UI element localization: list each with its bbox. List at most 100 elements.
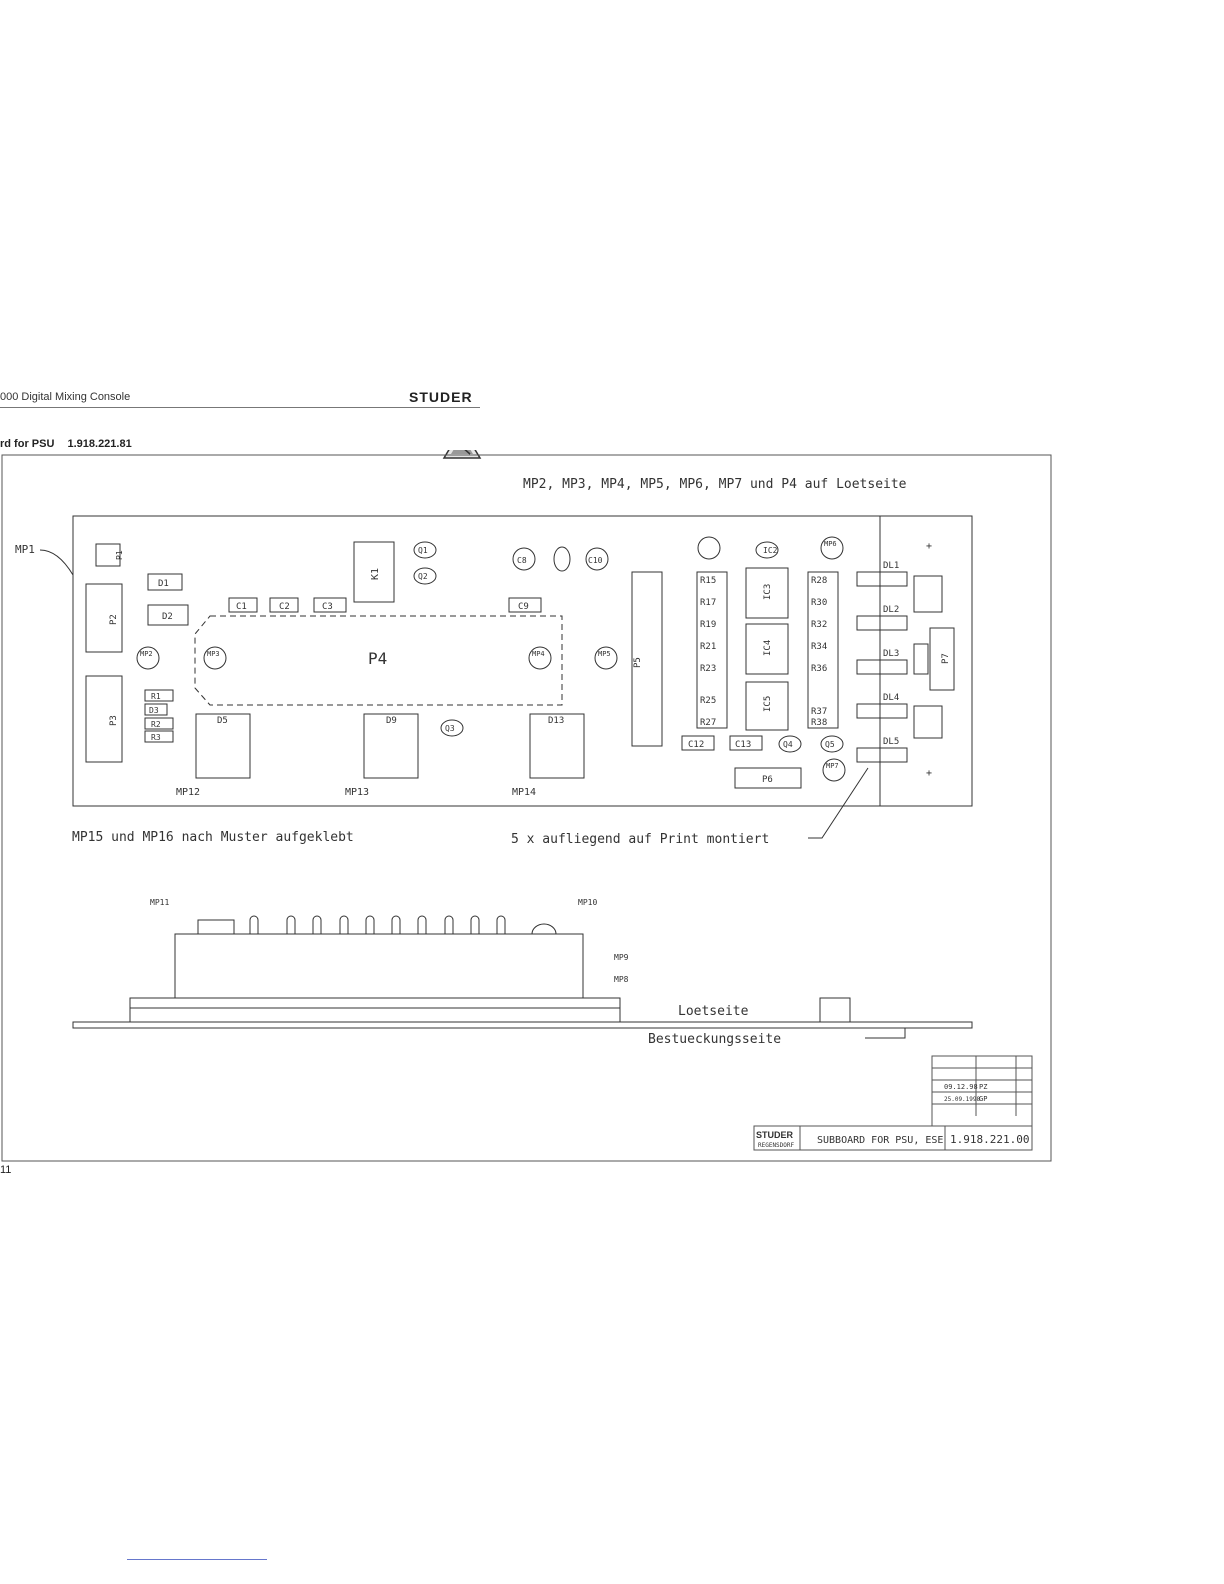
page-number: 11 — [0, 1164, 12, 1176]
svg-text:C3: C3 — [322, 602, 333, 612]
svg-text:+: + — [926, 541, 932, 552]
title-block-initials2: GP — [979, 1095, 987, 1103]
title-block-initials1: PZ — [979, 1083, 987, 1091]
svg-text:R17: R17 — [700, 598, 716, 608]
svg-text:R32: R32 — [811, 620, 827, 630]
resistor-column-left — [696, 571, 728, 729]
svg-text:D3: D3 — [149, 706, 159, 715]
studer-logo: STUDER — [409, 389, 473, 405]
svg-text:C10: C10 — [588, 556, 603, 565]
esd-warning-icon — [442, 450, 482, 459]
svg-text:R27: R27 — [700, 718, 716, 728]
connector-p4-outline: P4 — [194, 615, 563, 706]
svg-text:+: + — [926, 768, 932, 779]
subtitle-bold: PSU — [31, 438, 55, 450]
svg-text:R19: R19 — [700, 620, 716, 630]
label-bestueckungsseite: Bestueckungsseite — [648, 1032, 781, 1047]
side-view — [72, 919, 973, 1039]
svg-text:MP12: MP12 — [176, 787, 200, 798]
svg-text:C13: C13 — [735, 740, 751, 750]
relay-k1: K1 — [353, 541, 395, 603]
svg-text:C2: C2 — [279, 602, 290, 612]
footer-link-underline[interactable] — [127, 1559, 267, 1560]
svg-text:D5: D5 — [217, 716, 228, 726]
svg-text:D9: D9 — [386, 716, 397, 726]
resistor-column-right — [807, 571, 839, 729]
note-led-mounting: 5 x aufliegend auf Print montiert — [511, 832, 769, 847]
header-rule — [0, 407, 480, 408]
svg-text:MP5: MP5 — [598, 650, 611, 658]
svg-text:Q2: Q2 — [418, 572, 428, 581]
svg-text:MP10: MP10 — [578, 898, 597, 907]
svg-text:Q5: Q5 — [825, 740, 835, 749]
drawing-frame — [1, 454, 1052, 1162]
console-title: 000 Digital Mixing Console — [0, 391, 131, 403]
title-block-date2: 25.09.1998 — [944, 1096, 981, 1103]
svg-text:MP4: MP4 — [532, 650, 545, 658]
svg-text:R38: R38 — [811, 718, 827, 728]
svg-text:R2: R2 — [151, 720, 161, 729]
svg-text:D13: D13 — [548, 716, 564, 726]
pcb-board — [72, 515, 973, 807]
subtitle-prefix: rd for — [0, 438, 29, 450]
svg-text:MP3: MP3 — [207, 650, 220, 658]
svg-text:MP2: MP2 — [140, 650, 153, 658]
svg-text:R15: R15 — [700, 576, 716, 586]
note-muster: MP15 und MP16 nach Muster aufgeklebt — [72, 830, 354, 845]
svg-text:D2: D2 — [162, 612, 173, 622]
svg-text:P6: P6 — [762, 775, 773, 785]
svg-text:R1: R1 — [151, 692, 161, 701]
svg-text:Q4: Q4 — [783, 740, 793, 749]
svg-text:Q1: Q1 — [418, 546, 428, 555]
title-block-title: SUBBOARD FOR PSU, ESE — [817, 1135, 943, 1146]
svg-text:IC5: IC5 — [763, 696, 773, 712]
svg-text:IC4: IC4 — [763, 640, 773, 656]
svg-text:K1: K1 — [370, 568, 381, 580]
connector-p1: P1 — [95, 543, 124, 567]
svg-text:DL2: DL2 — [883, 605, 899, 615]
title-block-number: 1.918.221.00 — [950, 1133, 1029, 1146]
svg-text:D1: D1 — [158, 579, 169, 589]
note-loetseite-top: MP2, MP3, MP4, MP5, MP6, MP7 und P4 auf … — [523, 477, 907, 492]
svg-text:DL5: DL5 — [883, 737, 899, 747]
svg-text:P1: P1 — [115, 550, 124, 560]
svg-text:C8: C8 — [517, 556, 527, 565]
svg-text:MP7: MP7 — [826, 762, 839, 770]
svg-text:P7: P7 — [941, 653, 951, 664]
title-block-date1: 09.12.98 — [944, 1083, 978, 1091]
svg-text:MP13: MP13 — [345, 787, 369, 798]
svg-text:DL3: DL3 — [883, 649, 899, 659]
svg-text:R37: R37 — [811, 707, 827, 717]
svg-text:IC3: IC3 — [763, 584, 773, 600]
pcb-assembly-drawing: MP2, MP3, MP4, MP5, MP6, MP7 und P4 auf … — [1, 450, 1052, 1162]
svg-text:C9: C9 — [518, 602, 529, 612]
subtitle-part-number: 1.918.221.81 — [67, 438, 132, 450]
svg-text:MP6: MP6 — [824, 540, 837, 548]
svg-text:P3: P3 — [109, 715, 119, 726]
svg-text:DL1: DL1 — [883, 561, 899, 571]
svg-text:R21: R21 — [700, 642, 716, 652]
label-p4: P4 — [368, 649, 387, 668]
svg-text:IC2: IC2 — [763, 546, 778, 555]
svg-text:R28: R28 — [811, 576, 827, 586]
svg-text:R3: R3 — [151, 733, 161, 742]
svg-text:Q3: Q3 — [445, 724, 455, 733]
document-subtitle: rd for PSU 1.918.221.81 — [0, 438, 132, 450]
svg-text:R34: R34 — [811, 642, 827, 652]
connector-p5: P5 — [631, 571, 663, 747]
label-mp1: MP1 — [15, 543, 35, 556]
svg-text:MP9: MP9 — [614, 953, 629, 962]
title-block-brand: STUDER — [756, 1130, 794, 1140]
svg-text:R23: R23 — [700, 664, 716, 674]
svg-text:MP11: MP11 — [150, 898, 169, 907]
svg-text:C12: C12 — [688, 740, 704, 750]
svg-text:R30: R30 — [811, 598, 827, 608]
connector-p3: P3 — [85, 675, 123, 763]
title-block-city: REGENSDORF — [758, 1142, 795, 1149]
svg-text:P5: P5 — [633, 657, 643, 668]
title-block — [753, 1055, 1033, 1151]
svg-text:P2: P2 — [109, 614, 119, 625]
label-loetseite: Loetseite — [678, 1004, 749, 1019]
svg-text:R25: R25 — [700, 696, 716, 706]
connector-p2: P2 — [85, 583, 123, 653]
